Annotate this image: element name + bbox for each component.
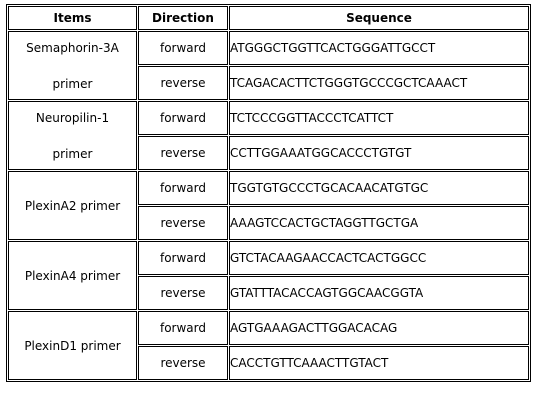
direction-cell: forward [138, 171, 228, 205]
sequence-cell: TCAGACACTTCTGGGTGCCCGCTCAAACT [229, 66, 529, 100]
item-name-line: Neuropilin-1 [35, 110, 110, 125]
header-direction: Direction [138, 6, 228, 30]
sequence-cell: TGGTGTGCCCTGCACAACATGTGC [229, 171, 529, 205]
header-items: Items [8, 6, 137, 30]
item-name-cell: Semaphorin-3A primer [8, 31, 137, 100]
sequence-cell: AAAGTCCACTGCTAGGTTGCTGA [229, 206, 529, 240]
direction-cell: reverse [138, 136, 228, 170]
primer-sequence-table: Items Direction Sequence Semaphorin-3A pr… [6, 4, 531, 382]
direction-cell: reverse [138, 346, 228, 380]
item-name-line: primer [52, 76, 93, 91]
direction-cell: reverse [138, 66, 228, 100]
sequence-cell: GTCTACAAGAACCACTCACTGGCC [229, 241, 529, 275]
item-name-cell: PlexinD1 primer [8, 311, 137, 380]
item-name-line: PlexinA2 primer [24, 198, 121, 213]
header-sequence: Sequence [229, 6, 529, 30]
item-name-cell: PlexinA2 primer [8, 171, 137, 240]
item-name-line: PlexinA4 primer [24, 268, 121, 283]
primer-table-container: Items Direction Sequence Semaphorin-3A pr… [6, 4, 531, 382]
direction-cell: forward [138, 241, 228, 275]
sequence-cell: ATGGGCTGGTTCACTGGGATTGCCT [229, 31, 529, 65]
table-header: Items Direction Sequence [8, 6, 529, 30]
direction-cell: forward [138, 31, 228, 65]
item-name-line: primer [52, 146, 93, 161]
item-name-cell: Neuropilin-1 primer [8, 101, 137, 170]
sequence-cell: TCTCCCGGTTACCCTCATTCT [229, 101, 529, 135]
item-name-cell: PlexinA4 primer [8, 241, 137, 310]
direction-cell: forward [138, 101, 228, 135]
sequence-cell: GTATTTACACCAGTGGCAACGGTA [229, 276, 529, 310]
sequence-cell: AGTGAAAGACTTGGACACAG [229, 311, 529, 345]
sequence-cell: CCTTGGAAATGGCACCCTGTGT [229, 136, 529, 170]
direction-cell: reverse [138, 276, 228, 310]
direction-cell: forward [138, 311, 228, 345]
direction-cell: reverse [138, 206, 228, 240]
header-row: Items Direction Sequence [8, 6, 529, 30]
item-name-line: Semaphorin-3A [26, 40, 119, 55]
item-name-line: PlexinD1 primer [24, 338, 121, 353]
sequence-cell: CACCTGTTCAAACTTGTACT [229, 346, 529, 380]
